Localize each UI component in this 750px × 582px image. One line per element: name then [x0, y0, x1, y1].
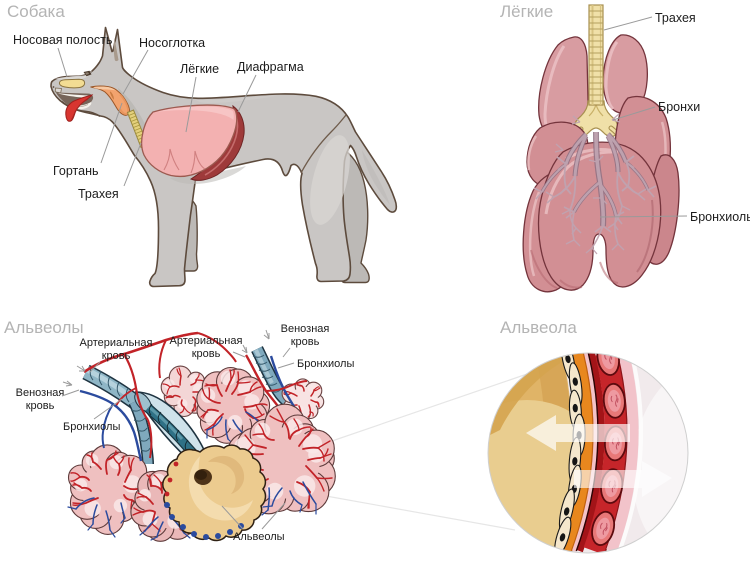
svg-text:Венозная: Венозная: [281, 323, 330, 335]
svg-text:Бронхиолы: Бронхиолы: [63, 421, 120, 433]
svg-text:кровь: кровь: [102, 350, 131, 362]
svg-text:кровь: кровь: [291, 336, 320, 348]
svg-text:Бронхиолы: Бронхиолы: [690, 210, 750, 224]
svg-text:кровь: кровь: [192, 348, 221, 360]
svg-text:Носоглотка: Носоглотка: [139, 36, 205, 50]
svg-text:Лёгкие: Лёгкие: [180, 62, 219, 76]
svg-text:Артериальная: Артериальная: [80, 337, 153, 349]
svg-text:Бронхи: Бронхи: [658, 100, 700, 114]
svg-text:кровь: кровь: [26, 400, 55, 412]
svg-text:Трахея: Трахея: [78, 187, 119, 201]
svg-text:Альвеолы: Альвеолы: [4, 318, 84, 337]
svg-text:Альвеола: Альвеола: [500, 318, 577, 337]
svg-text:Трахея: Трахея: [655, 11, 696, 25]
svg-text:Венозная: Венозная: [16, 387, 65, 399]
svg-text:Собака: Собака: [7, 2, 65, 21]
svg-text:Альвеолы: Альвеолы: [233, 531, 285, 543]
svg-text:Диафрагма: Диафрагма: [237, 60, 304, 74]
svg-text:Бронхиолы: Бронхиолы: [297, 358, 354, 370]
svg-text:Носовая полость: Носовая полость: [13, 33, 112, 47]
svg-text:Лёгкие: Лёгкие: [500, 2, 553, 21]
svg-text:Артериальная: Артериальная: [170, 335, 243, 347]
svg-text:Гортань: Гортань: [53, 164, 99, 178]
